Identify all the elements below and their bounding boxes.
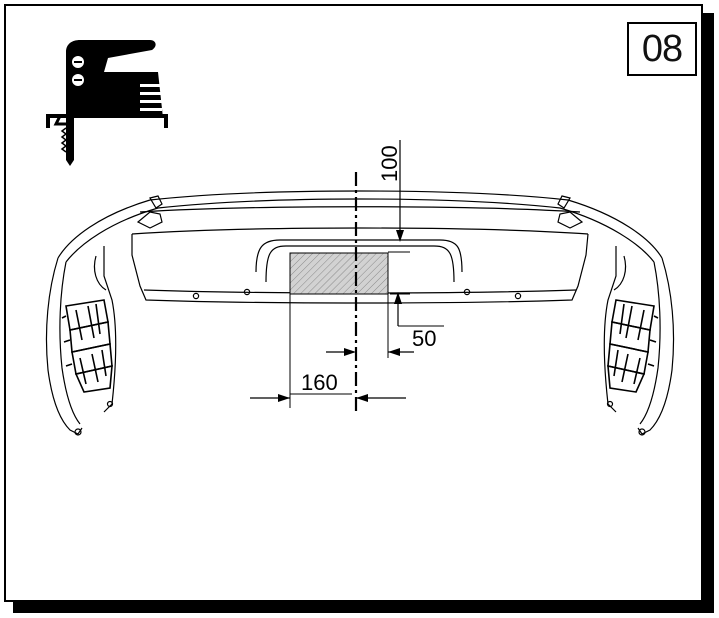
step-number: 08 — [641, 27, 683, 70]
left-rib-structure — [61, 299, 113, 393]
right-rib-structure — [607, 299, 659, 393]
jigsaw-icon — [46, 40, 168, 166]
cut-out-area — [289, 252, 389, 295]
rear-bumper-outline — [45, 190, 675, 436]
step-number-badge: 08 — [627, 22, 697, 76]
dimension-100-label: 100 — [377, 145, 402, 182]
dimension-160 — [250, 294, 406, 408]
dimension-50-label: 50 — [412, 326, 436, 351]
dimension-50 — [390, 292, 444, 327]
dimension-cut-width — [326, 294, 414, 358]
dimension-100 — [388, 140, 410, 253]
dimension-160-label: 160 — [301, 370, 338, 395]
